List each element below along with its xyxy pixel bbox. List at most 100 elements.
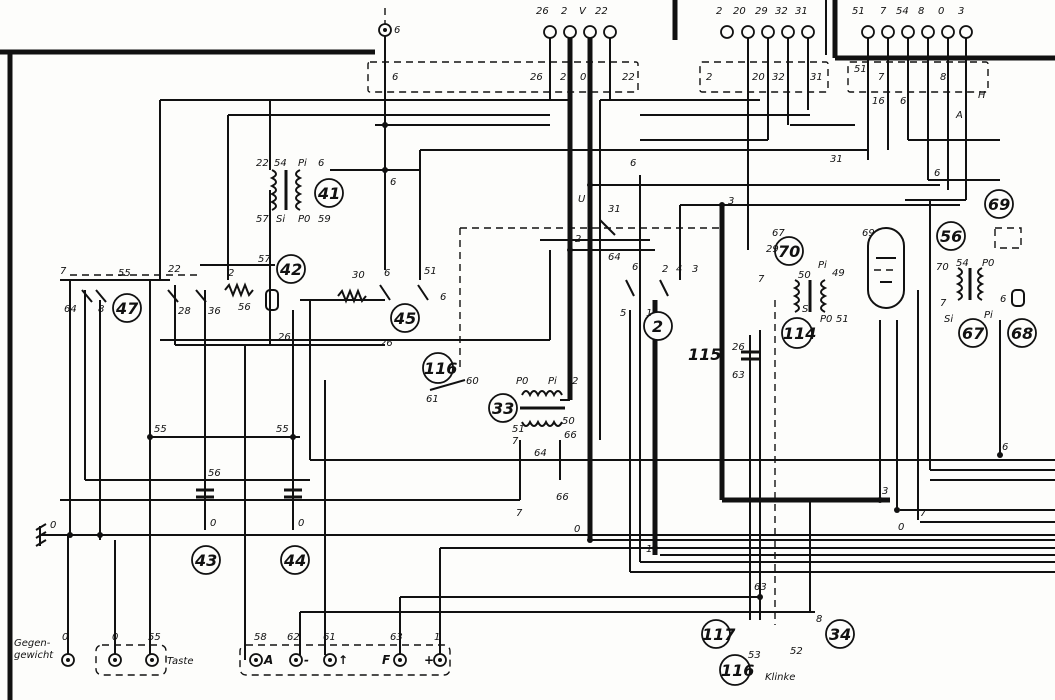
component-callouts: 41 42 47 45 43 44 116 33 2 115 114 70 69… — [112, 178, 1037, 686]
wire-num: Pi — [818, 260, 827, 271]
wire-num: 7 — [878, 72, 885, 83]
wire-num: 0 — [580, 72, 586, 83]
ground-symbol — [35, 523, 116, 654]
wire-num: 51 — [424, 266, 437, 277]
wire-num: 6 — [934, 168, 940, 179]
wire-num: P0 — [982, 258, 994, 269]
wire-num: 4 — [676, 264, 682, 275]
vacuum-tube — [867, 227, 905, 309]
wire-num: 5 — [620, 308, 626, 319]
wire-num: 54 — [274, 158, 287, 169]
wire-num: 7 — [60, 266, 67, 277]
wire-num: 26 — [380, 338, 393, 349]
wire-num: 22 — [168, 264, 181, 275]
wire-num: 6 — [384, 268, 390, 279]
wire-num: 7 — [920, 508, 927, 519]
wire-num: 7 — [512, 436, 519, 447]
wiring — [40, 36, 1055, 660]
wire-num: 26 — [732, 342, 745, 353]
wire-num: 22 — [622, 72, 635, 83]
wire-num: H — [978, 90, 986, 101]
wire-num: Pi — [984, 310, 993, 321]
gegengewicht-label-2: gewicht — [14, 650, 54, 661]
wire-num: 69 — [862, 228, 875, 239]
wire-numbers: 6 26 2 0 22 2 2 0 3 2 31 51 7 16 6 8 A H 2… — [50, 64, 1008, 661]
callout-34: 34 — [829, 625, 851, 644]
wire-num: 66 — [564, 430, 577, 441]
conn-label: 2 — [716, 6, 722, 17]
wire-num: 6 — [630, 158, 636, 169]
wire-num: 8 — [940, 72, 946, 83]
relay-contacts — [265, 227, 1025, 311]
wire-num: 31 — [810, 72, 823, 83]
wire-num: 3 — [882, 486, 888, 497]
wire-num: 36 — [208, 306, 221, 317]
callout-33: 33 — [492, 399, 514, 418]
wire-num: 6 — [318, 158, 324, 169]
wire-num: 63 — [754, 582, 767, 593]
callout-69: 69 — [988, 195, 1010, 214]
wire-num: 51 — [836, 314, 849, 325]
terminal-num: 58 — [254, 632, 267, 643]
callout-2: 2 — [652, 317, 663, 336]
wire-num: 6 — [1000, 294, 1006, 305]
wire-num: A — [955, 110, 963, 121]
wire-num: 31 — [830, 154, 843, 165]
wire-num: 6 — [900, 96, 906, 107]
wire-num: 8 — [816, 614, 822, 625]
wire-num: 63 — [732, 370, 745, 381]
wire-num: 67 — [772, 228, 785, 239]
wire-num: 0 — [898, 522, 904, 533]
terminal-num: 63 — [390, 632, 403, 643]
terminal-num: 62 — [287, 632, 300, 643]
wire-num: 6 — [392, 72, 398, 83]
terminal-symbol: F — [382, 653, 391, 667]
transformer-56 — [955, 267, 985, 301]
wire-num: 56 — [238, 302, 251, 313]
terminal-symbol: + — [424, 653, 434, 667]
wire-num: 3 — [728, 196, 734, 207]
wire-num: 2 — [662, 264, 668, 275]
wire-num: 52 — [790, 646, 803, 657]
wire-num: Pi — [548, 376, 557, 387]
callout-116a: 116 — [424, 359, 457, 378]
wire-num: 30 — [352, 270, 365, 281]
conn-label: 22 — [595, 6, 608, 17]
resistors — [224, 282, 367, 304]
terminal-num: 55 — [148, 632, 161, 643]
switch-contacts — [67, 122, 1003, 600]
terminal-texts: Gegen- gewicht 0 0 55 Taste 58 62 61 63 … — [14, 632, 795, 683]
callout-70: 70 — [778, 242, 800, 261]
wire-num: 6 — [632, 262, 638, 273]
callout-47: 47 — [115, 299, 139, 318]
conn-label: 31 — [795, 6, 808, 17]
wire-num: P0 — [516, 376, 528, 387]
top-connectors: 6 26 2 V 22 2 20 29 32 31 51 7 54 8 0 3 — [367, 6, 989, 93]
callout-43: 43 — [194, 551, 217, 570]
wire-num: 2 — [575, 234, 581, 245]
conn-label: 2 — [561, 6, 567, 17]
wire-num: 70 — [936, 262, 949, 273]
gegengewicht-label-1: Gegen- — [14, 638, 51, 649]
wire-num: 2 — [228, 268, 234, 279]
wire-num: 55 — [276, 424, 289, 435]
wire-num: 16 — [872, 96, 885, 107]
wire-num: 7 — [516, 508, 523, 519]
wire-num: 6 — [440, 292, 446, 303]
wire-num: 55 — [154, 424, 167, 435]
wire-num: 7 — [940, 298, 947, 309]
wire-num: 51 — [854, 64, 867, 75]
callout-45: 45 — [393, 309, 416, 328]
conn-label: 8 — [918, 6, 924, 17]
conn-label: 29 — [755, 6, 768, 17]
wire-num: 22 — [256, 158, 269, 169]
wire-num: 64 — [608, 252, 621, 263]
wire-num: 0 — [50, 520, 56, 531]
conn-label: 3 — [958, 6, 964, 17]
wire-num: 31 — [608, 204, 621, 215]
wire-num: 29 — [766, 244, 779, 255]
wire-num: Si — [802, 304, 811, 315]
conn-label: 20 — [733, 6, 746, 17]
